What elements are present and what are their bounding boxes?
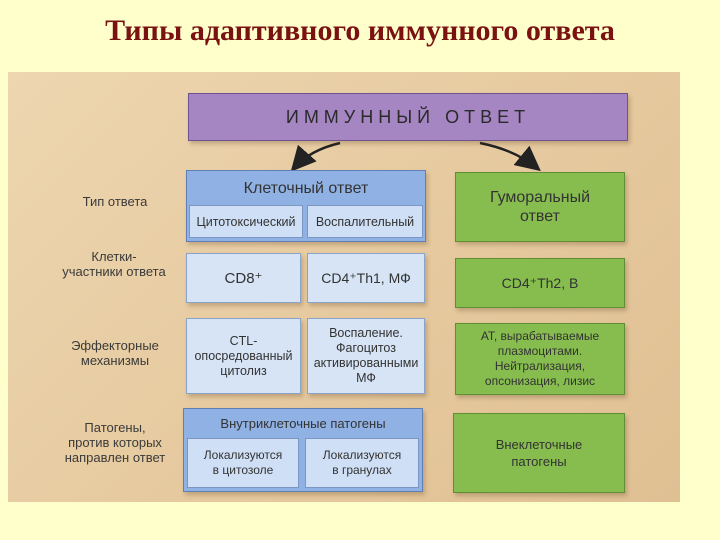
inflammatory-label: Воспалительный [315, 214, 415, 229]
ctl-box: CTL- опосредованный цитолиз [186, 318, 301, 394]
antibodies-label: АТ, вырабатываемые плазмоцитами. Нейтрал… [480, 329, 600, 388]
cd4-th1-label: CD4⁺Th1, МФ [321, 269, 411, 286]
extracellular-pathogens-box: Внеклеточные патогены [453, 413, 625, 493]
antibodies-box: АТ, вырабатываемые плазмоцитами. Нейтрал… [455, 323, 625, 395]
extracellular-pathogens-label: Внеклеточные патогены [495, 437, 583, 469]
page-title: Типы адаптивного иммунного ответа [105, 14, 615, 47]
granules-box: Локализуются в гранулах [305, 438, 419, 488]
immune-response-label: ИММУННЫЙ ОТВЕТ [285, 106, 531, 127]
cd4-th2-label: CD4⁺Th2, B [501, 274, 579, 291]
granules-label: Локализуются в гранулах [322, 448, 402, 477]
cd4-th1-box: CD4⁺Th1, МФ [307, 253, 425, 303]
row-label-pathogens: Патогены, против которых направлен ответ [64, 420, 166, 465]
cytotoxic-label: Цитотоксический [196, 214, 296, 229]
cytotoxic-cell: Цитотоксический [189, 205, 303, 238]
cd8-box: CD8⁺ [186, 253, 301, 303]
row-label-cells: Клетки- участники ответа [62, 249, 166, 279]
cd8-label: CD8⁺ [224, 270, 263, 287]
cytosol-box: Локализуются в цитозоле [187, 438, 299, 488]
cytosol-label: Локализуются в цитозоле [203, 448, 283, 477]
cellular-response-label: Клеточный ответ [243, 180, 369, 197]
row-label-effector: Эффекторные механизмы [71, 338, 159, 368]
row-label-type: Тип ответа [82, 194, 148, 209]
cd4-th2-box: CD4⁺Th2, B [455, 258, 625, 308]
intracellular-pathogens-label: Внутриклеточные патогены [220, 416, 386, 431]
ctl-label: CTL- опосредованный цитолиз [194, 333, 293, 378]
inflammation-box: Воспаление. Фагоцитоз активированными МФ [307, 318, 425, 394]
inflammation-label: Воспаление. Фагоцитоз активированными МФ [313, 326, 419, 385]
immune-response-box: ИММУННЫЙ ОТВЕТ [188, 93, 628, 141]
inflammatory-cell: Воспалительный [307, 205, 423, 238]
humoral-response-box: Гуморальный ответ [455, 172, 625, 242]
arrow-to-humoral [479, 141, 541, 172]
humoral-response-label: Гуморальный ответ [489, 189, 591, 225]
arrow-to-cellular [290, 141, 341, 172]
